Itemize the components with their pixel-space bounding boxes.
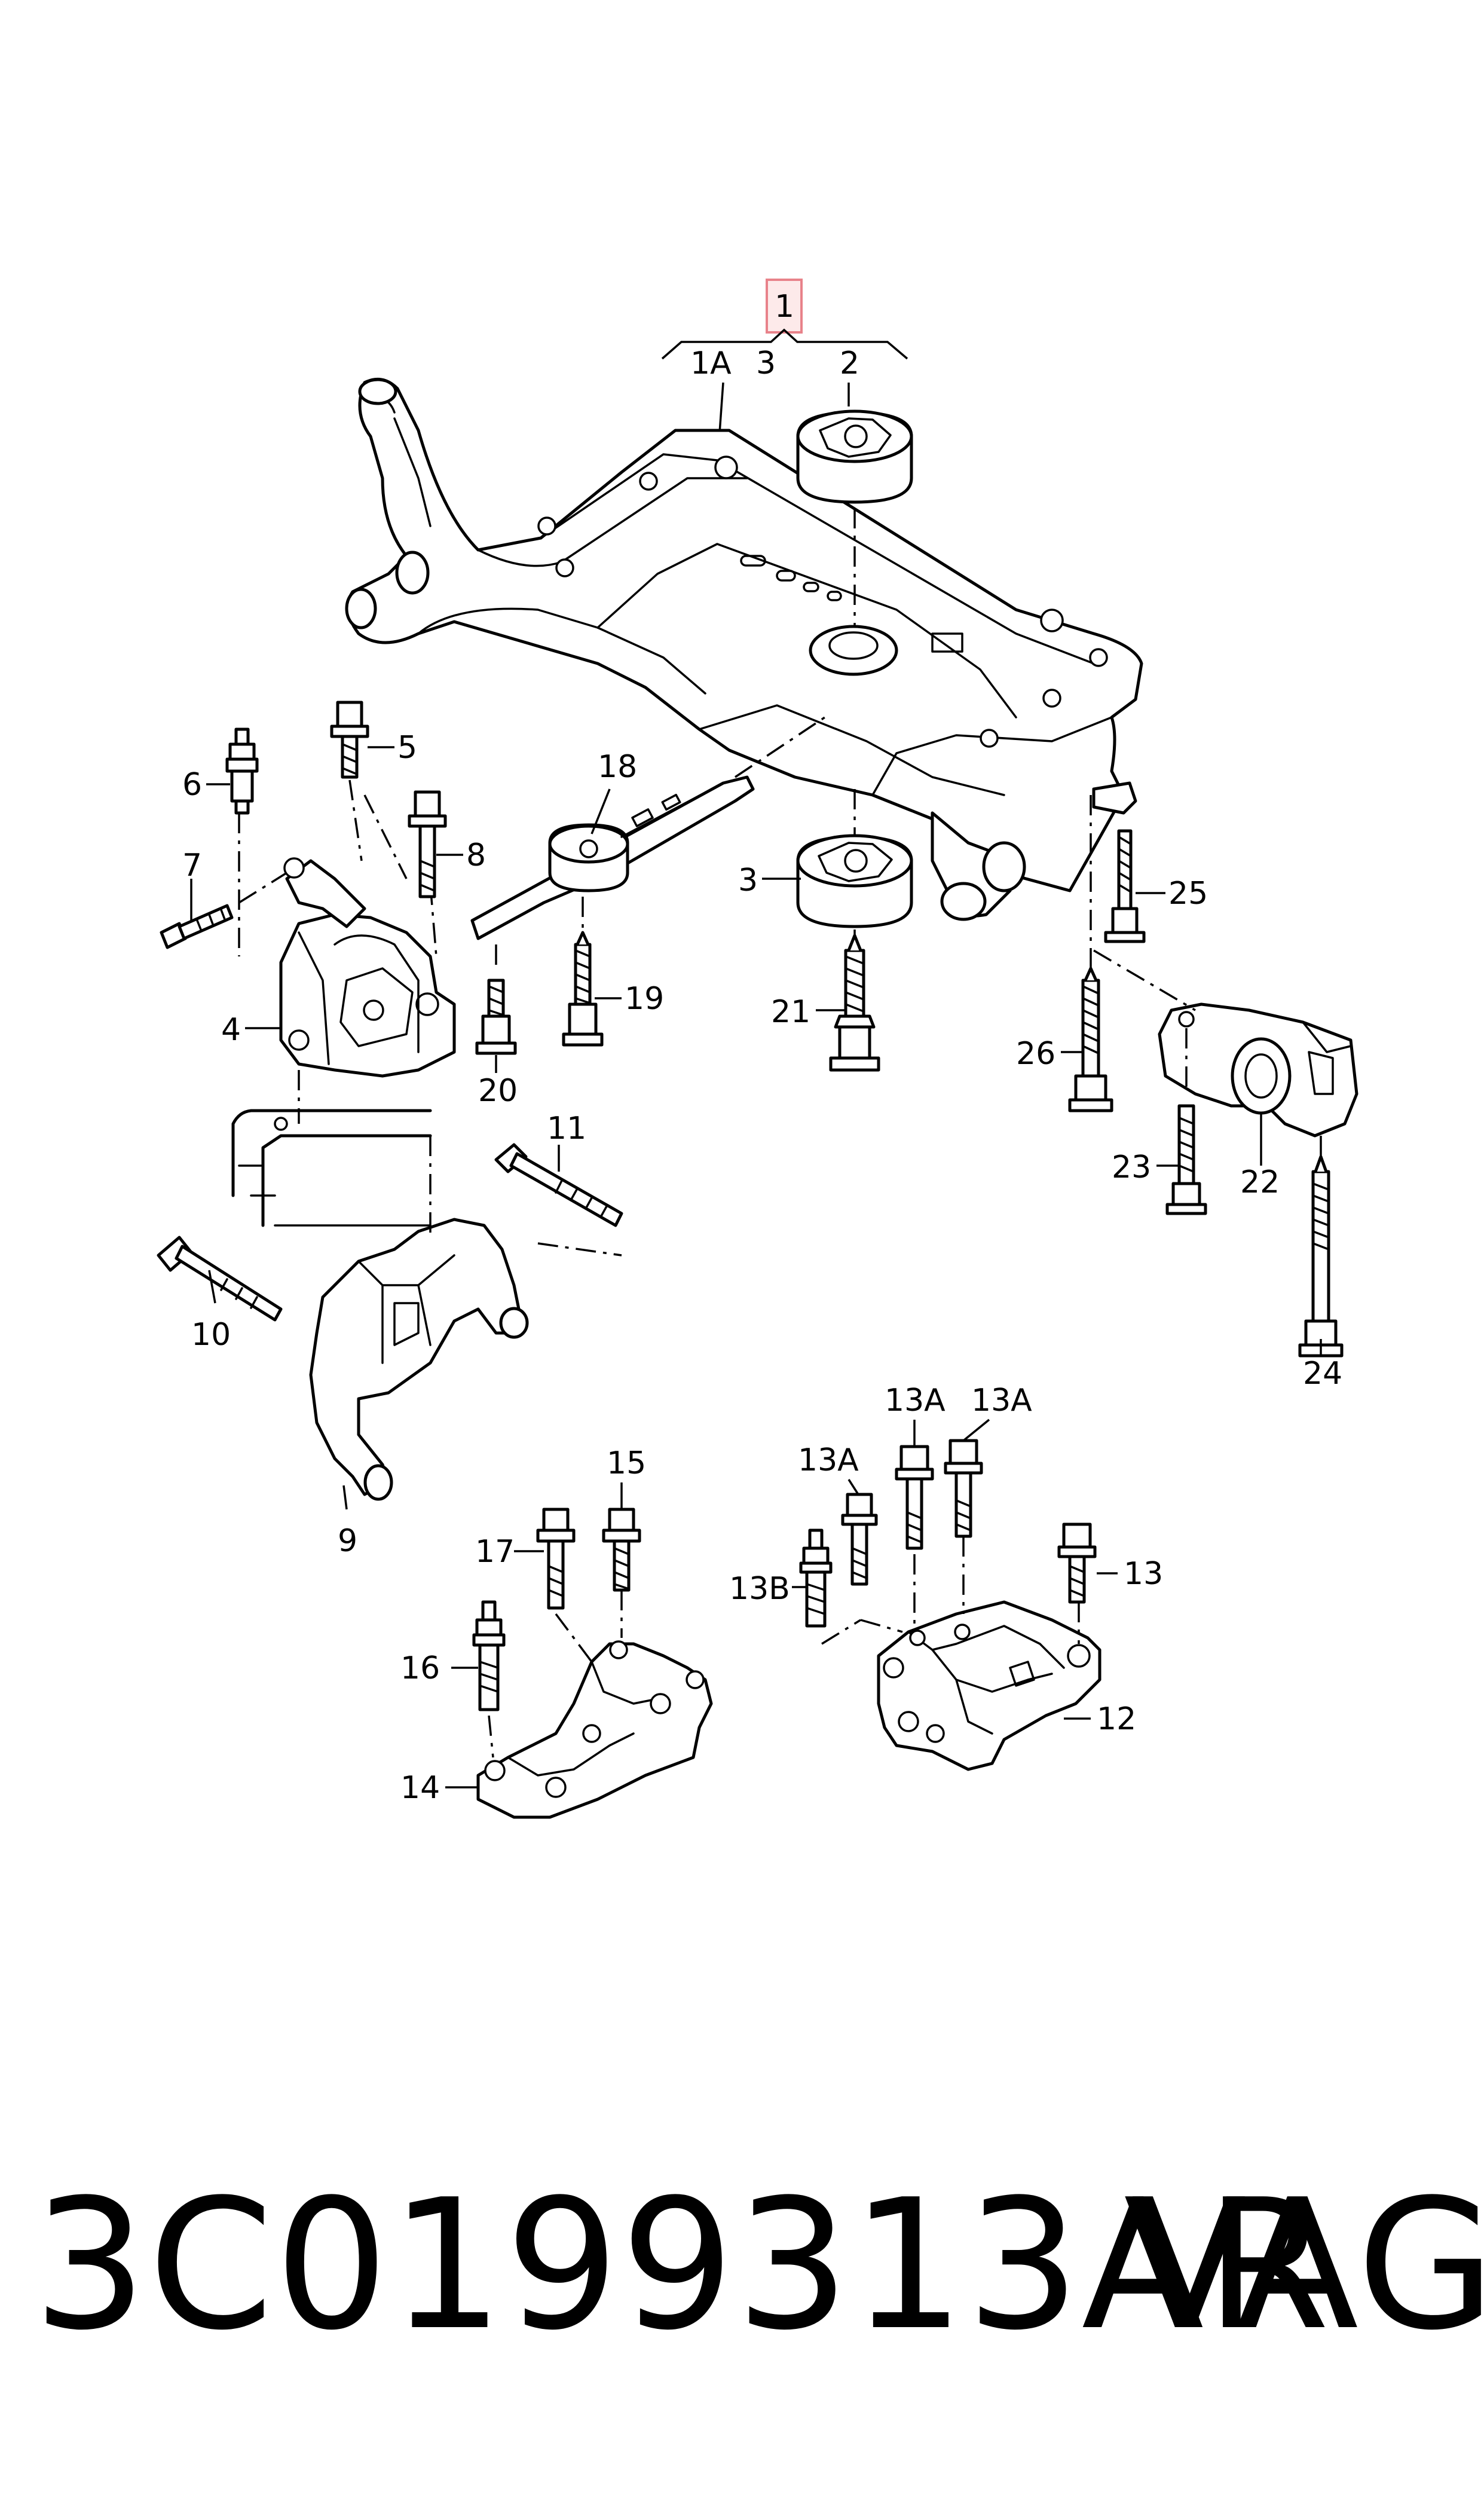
bolt-6 [225,727,259,815]
callout-8: 8 [466,837,486,873]
callout-10: 10 [191,1317,231,1353]
bolt-13a-2 [944,1439,983,1538]
bolt-24 [1298,1155,1344,1358]
bolt-17 [536,1508,576,1610]
bolt-26 [1068,795,1113,1112]
callout-6: 6 [182,767,202,803]
bushing-upper [796,409,913,628]
part-number: 3C0199313AR [33,2161,1332,2370]
bolt-19 [562,897,604,1047]
callout-9: 9 [338,1523,357,1559]
callout-1-highlight-box [766,279,803,334]
callout-13a-1: 13A [885,1383,946,1419]
callout-14: 14 [400,1770,440,1806]
engine-block-fragment [231,1109,432,1227]
callout-3-top: 3 [756,346,776,381]
callout-13b: 13B [729,1571,790,1607]
callout-26: 26 [1016,1036,1055,1072]
callout-13: 13 [1124,1556,1163,1592]
callout-2: 2 [840,346,859,381]
subframe-bush-22 [1093,949,1358,1166]
bushing-lower [796,789,913,944]
callout-15: 15 [607,1445,646,1481]
bolt-7 [160,872,287,949]
callout-16: 16 [400,1650,440,1686]
callout-7: 7 [182,848,202,883]
callout-1a: 1A [690,346,732,381]
bolt-5 [330,701,369,861]
gearbox-support-14 [476,1590,713,1819]
brand-name: VAG [1124,2161,1484,2370]
callout-4: 4 [221,1012,241,1048]
torque-rod [470,716,825,940]
callout-12: 12 [1097,1701,1136,1737]
callout-20: 20 [478,1073,518,1109]
callout-1: 1 [775,289,794,325]
callout-1-bracket [661,328,908,360]
bolt-23 [1165,1028,1207,1215]
callout-19: 19 [625,981,664,1017]
callout-1-group: 1 1A 3 2 [661,279,908,467]
callout-25: 25 [1168,876,1208,912]
bolt-13 [1057,1523,1097,1604]
callout-5: 5 [397,730,417,766]
bolt-15 [602,1508,641,1592]
bolt-20 [475,944,517,1055]
bolt-11 [494,1143,623,1227]
bolt-13b [799,1528,833,1628]
callout-17: 17 [475,1534,515,1570]
callout-18: 18 [598,749,637,785]
bolt-25 [1104,829,1146,943]
gearbox-mount-12 [821,1536,1101,1771]
callout-13a-3: 13A [798,1442,859,1478]
callout-13a-2: 13A [971,1383,1032,1419]
engine-mount-left [238,794,456,1124]
bolt-10 [157,1236,283,1322]
bolt-21 [829,934,880,1072]
callout-22: 22 [1240,1164,1280,1200]
callout-11: 11 [547,1111,586,1147]
callout-3: 3 [738,863,758,898]
callout-23: 23 [1112,1150,1151,1185]
bolt-13a-3 [841,1493,878,1586]
bolt-13a-1 [895,1445,934,1550]
leader-lines [190,746,1322,1789]
callout-24: 24 [1303,1356,1342,1392]
gearbox-bracket [309,1136,622,1501]
bolt-16 [472,1600,506,1758]
callout-21: 21 [771,994,810,1030]
subframe [345,377,1143,921]
callout-labels: 18 3 19 20 21 5 6 7 8 4 25 26 22 23 24 1… [182,730,1342,1806]
bolt-8 [408,790,447,898]
